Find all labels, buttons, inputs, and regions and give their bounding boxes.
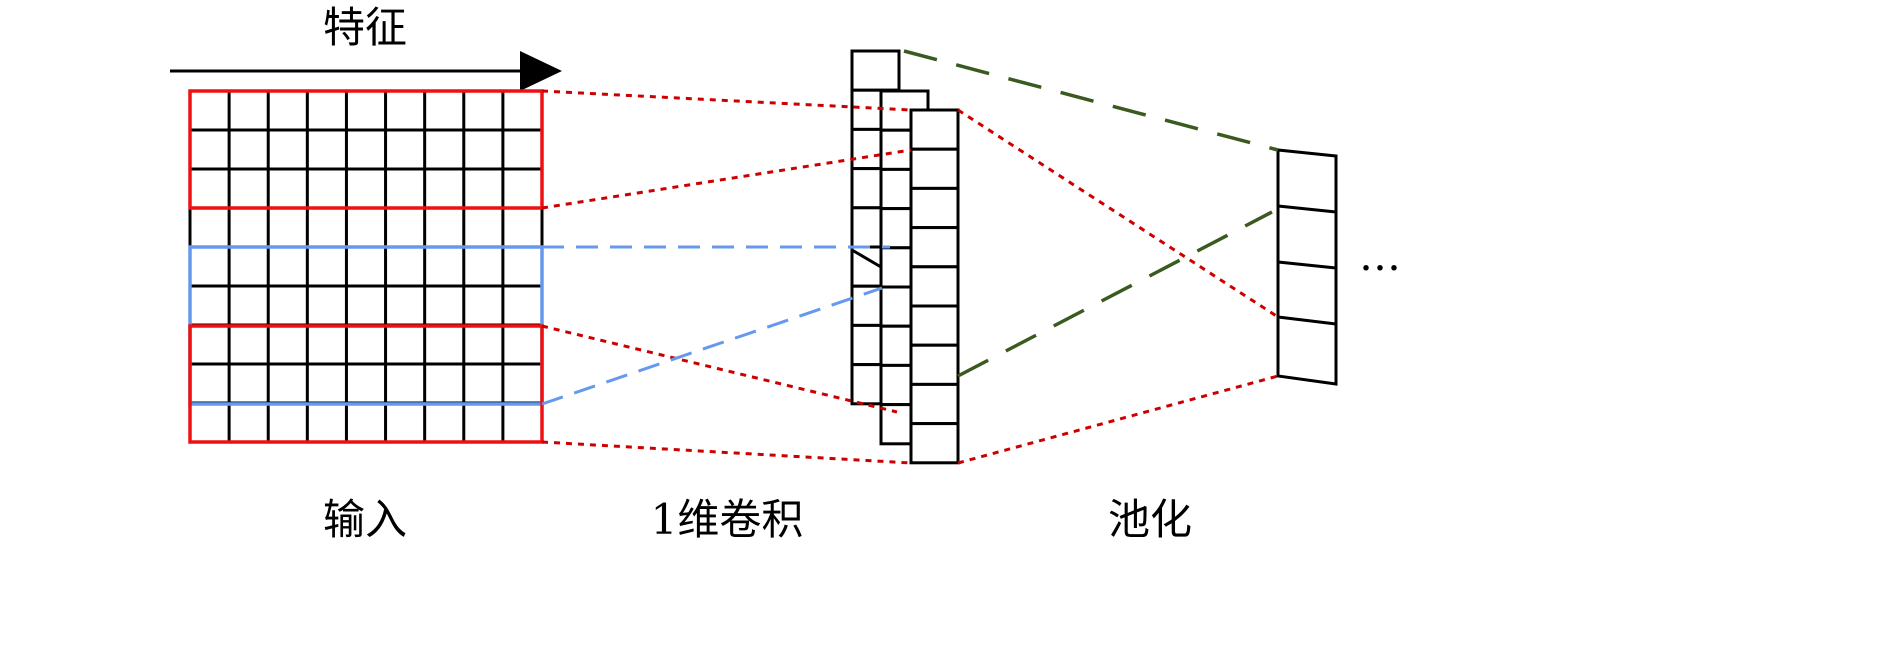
conv-cell — [909, 265, 960, 308]
conv-cell — [909, 343, 960, 386]
conv-cell — [909, 422, 960, 465]
conv-map-3 — [909, 108, 960, 465]
blue-dashed-connections — [541, 245, 890, 406]
red-window-top — [188, 89, 544, 210]
kernel-mark — [851, 248, 882, 269]
pooling-map — [1276, 148, 1338, 386]
conv-cell — [909, 382, 960, 426]
conv-cell — [909, 304, 960, 347]
red-window-bottom — [188, 324, 544, 444]
conv-cell — [909, 186, 960, 230]
conv1d-label: 1维卷积 — [651, 495, 804, 544]
input-label: 输入 — [323, 495, 407, 544]
conv-feature-maps — [850, 49, 960, 465]
conv-cell — [909, 147, 960, 190]
conv-cell — [909, 108, 960, 151]
ellipsis: … — [1359, 231, 1401, 280]
pooling-label: 池化 — [1108, 495, 1192, 544]
green-dashed-connections — [903, 49, 1279, 378]
conv-cell — [909, 226, 960, 269]
red-dotted-connections — [541, 89, 1279, 465]
feature-label: 特征 — [323, 3, 407, 52]
conv-cell — [850, 49, 901, 92]
input-grid — [188, 89, 544, 444]
feature-arrow — [170, 51, 562, 91]
